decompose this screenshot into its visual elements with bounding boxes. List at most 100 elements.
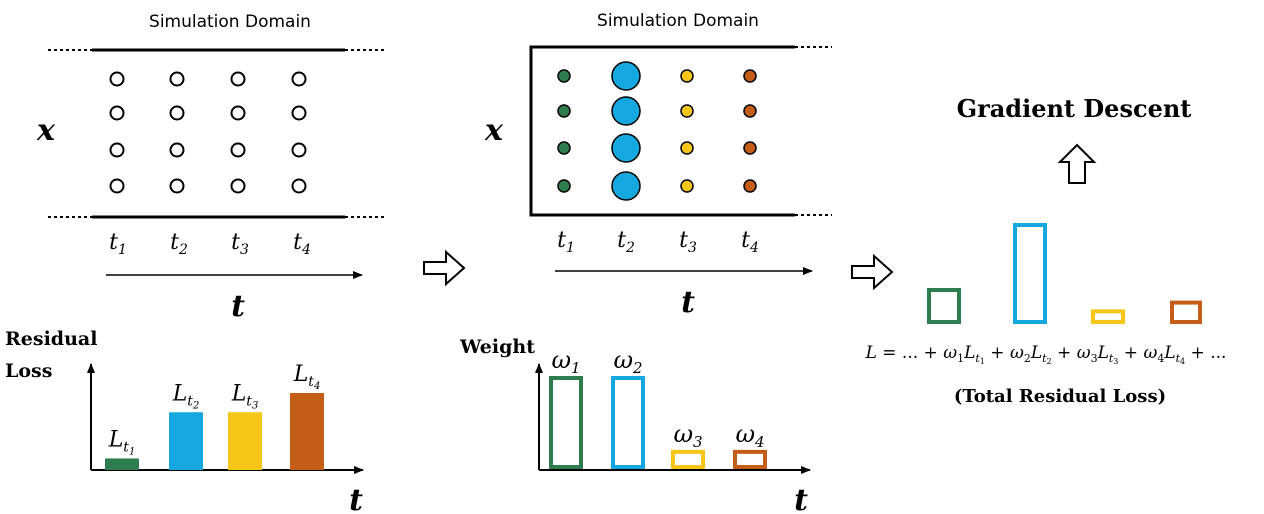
weighted-point — [611, 171, 641, 201]
weight-var: ω — [551, 346, 571, 374]
mid-t-label: t — [681, 285, 695, 320]
left-x-label: x — [36, 113, 56, 148]
residual-bar-label-2: Lt2 — [172, 381, 200, 411]
eq-weight: ω — [1010, 343, 1024, 363]
weighted-point — [557, 179, 571, 193]
weighted-point — [680, 104, 694, 118]
weighted-point — [680, 141, 694, 155]
left-collocation-points — [109, 71, 307, 194]
gradient-descent-label: Gradient Descent — [957, 94, 1192, 123]
collocation-point — [169, 105, 185, 121]
weighted-point — [680, 69, 694, 83]
time-var: t — [557, 228, 566, 253]
time-sub: 2 — [625, 240, 635, 256]
time-var: t — [293, 230, 302, 255]
weight-sub: 4 — [754, 433, 765, 451]
eq-loss: L — [963, 343, 975, 363]
weighted-point — [557, 104, 571, 118]
time-var: t — [679, 228, 688, 253]
loss-var: L — [172, 381, 188, 406]
time-sub: 4 — [301, 242, 311, 258]
collocation-point — [109, 105, 125, 121]
time-var: t — [741, 228, 750, 253]
collocation-point — [230, 178, 246, 194]
time-label-1: t1 — [109, 230, 127, 258]
eq-equals: = ... + — [877, 343, 943, 363]
collocation-point — [109, 178, 125, 194]
time-sub: 3 — [240, 242, 249, 258]
time-sub: 1 — [118, 242, 127, 258]
residual-ylabel-line2: Loss — [5, 360, 52, 382]
loss-subsub: 1 — [129, 446, 135, 457]
loss-var: L — [231, 381, 247, 406]
residual-ylabel-line1: Residual — [5, 328, 97, 350]
eq-loss-sub: t — [975, 352, 980, 365]
weighted-point — [743, 179, 757, 193]
weight-bar-label-1: ω1 — [551, 346, 580, 377]
loss-var: L — [108, 427, 124, 452]
weight-var: ω — [735, 420, 755, 448]
weight-bar-label-3: ω3 — [673, 420, 702, 451]
time-var: t — [231, 230, 240, 255]
weight-bar-4 — [733, 449, 767, 469]
collocation-point — [230, 71, 246, 87]
up-arrow-icon — [1057, 143, 1097, 184]
mid-domain-box — [529, 45, 795, 217]
time-label-3: t3 — [231, 230, 249, 258]
weight-sub: 2 — [632, 359, 643, 377]
residual-x-label: t — [349, 483, 363, 514]
eq-loss-sub: t — [1042, 352, 1047, 365]
weight-ylabel: Weight — [459, 336, 535, 358]
eq-weight: ω — [1143, 343, 1157, 363]
weight-bar-2 — [611, 376, 645, 469]
collocation-point — [230, 142, 246, 158]
loss-subsub: 2 — [192, 400, 199, 411]
collocation-point — [291, 178, 307, 194]
loss-sub: t — [123, 439, 129, 455]
loss-sub: t — [308, 374, 314, 390]
eq-lhs: L — [865, 343, 877, 363]
time-var: t — [617, 228, 626, 253]
weight-var: ω — [613, 346, 633, 374]
residual-bar-label-4: Lt4 — [293, 362, 321, 392]
loss-subsub: 3 — [252, 400, 258, 411]
residual-bar-label-1: Lt1 — [108, 427, 136, 457]
weight-bar-label-4: ω4 — [735, 420, 764, 451]
eq-weight-sub: 2 — [1024, 352, 1031, 365]
flow-arrow-1 — [423, 249, 466, 287]
weight-var: ω — [673, 420, 693, 448]
residual-bar-1 — [105, 458, 139, 470]
time-label-4: t4 — [741, 228, 759, 256]
collocation-point — [169, 178, 185, 194]
collocation-point — [109, 142, 125, 158]
time-var: t — [170, 230, 179, 255]
eq-sep: + — [1052, 343, 1077, 363]
collocation-point — [291, 105, 307, 121]
residual-bar-label-3: Lt3 — [231, 381, 259, 411]
weighted-loss-bar-1 — [927, 287, 961, 324]
time-sub: 1 — [566, 240, 575, 256]
weighted-point — [611, 96, 641, 126]
weighted-loss-bars — [927, 223, 1202, 325]
eq-loss-subsub: 1 — [980, 357, 985, 366]
collocation-point — [230, 105, 246, 121]
residual-bar-3 — [228, 412, 262, 470]
loss-var: L — [293, 362, 309, 387]
total-loss-equation: L = ... + ω1Lt1 + ω2Lt2 + ω3Lt3 + ω4Lt4 … — [865, 343, 1227, 366]
eq-loss: L — [1097, 343, 1109, 363]
total-loss-caption: (Total Residual Loss) — [954, 386, 1166, 407]
eq-weight: ω — [943, 343, 957, 363]
eq-loss-subsub: 4 — [1180, 357, 1185, 366]
weighted-point — [611, 133, 641, 163]
time-sub: 2 — [178, 242, 188, 258]
time-label-2: t2 — [617, 228, 635, 256]
weight-bar-3 — [671, 449, 705, 469]
